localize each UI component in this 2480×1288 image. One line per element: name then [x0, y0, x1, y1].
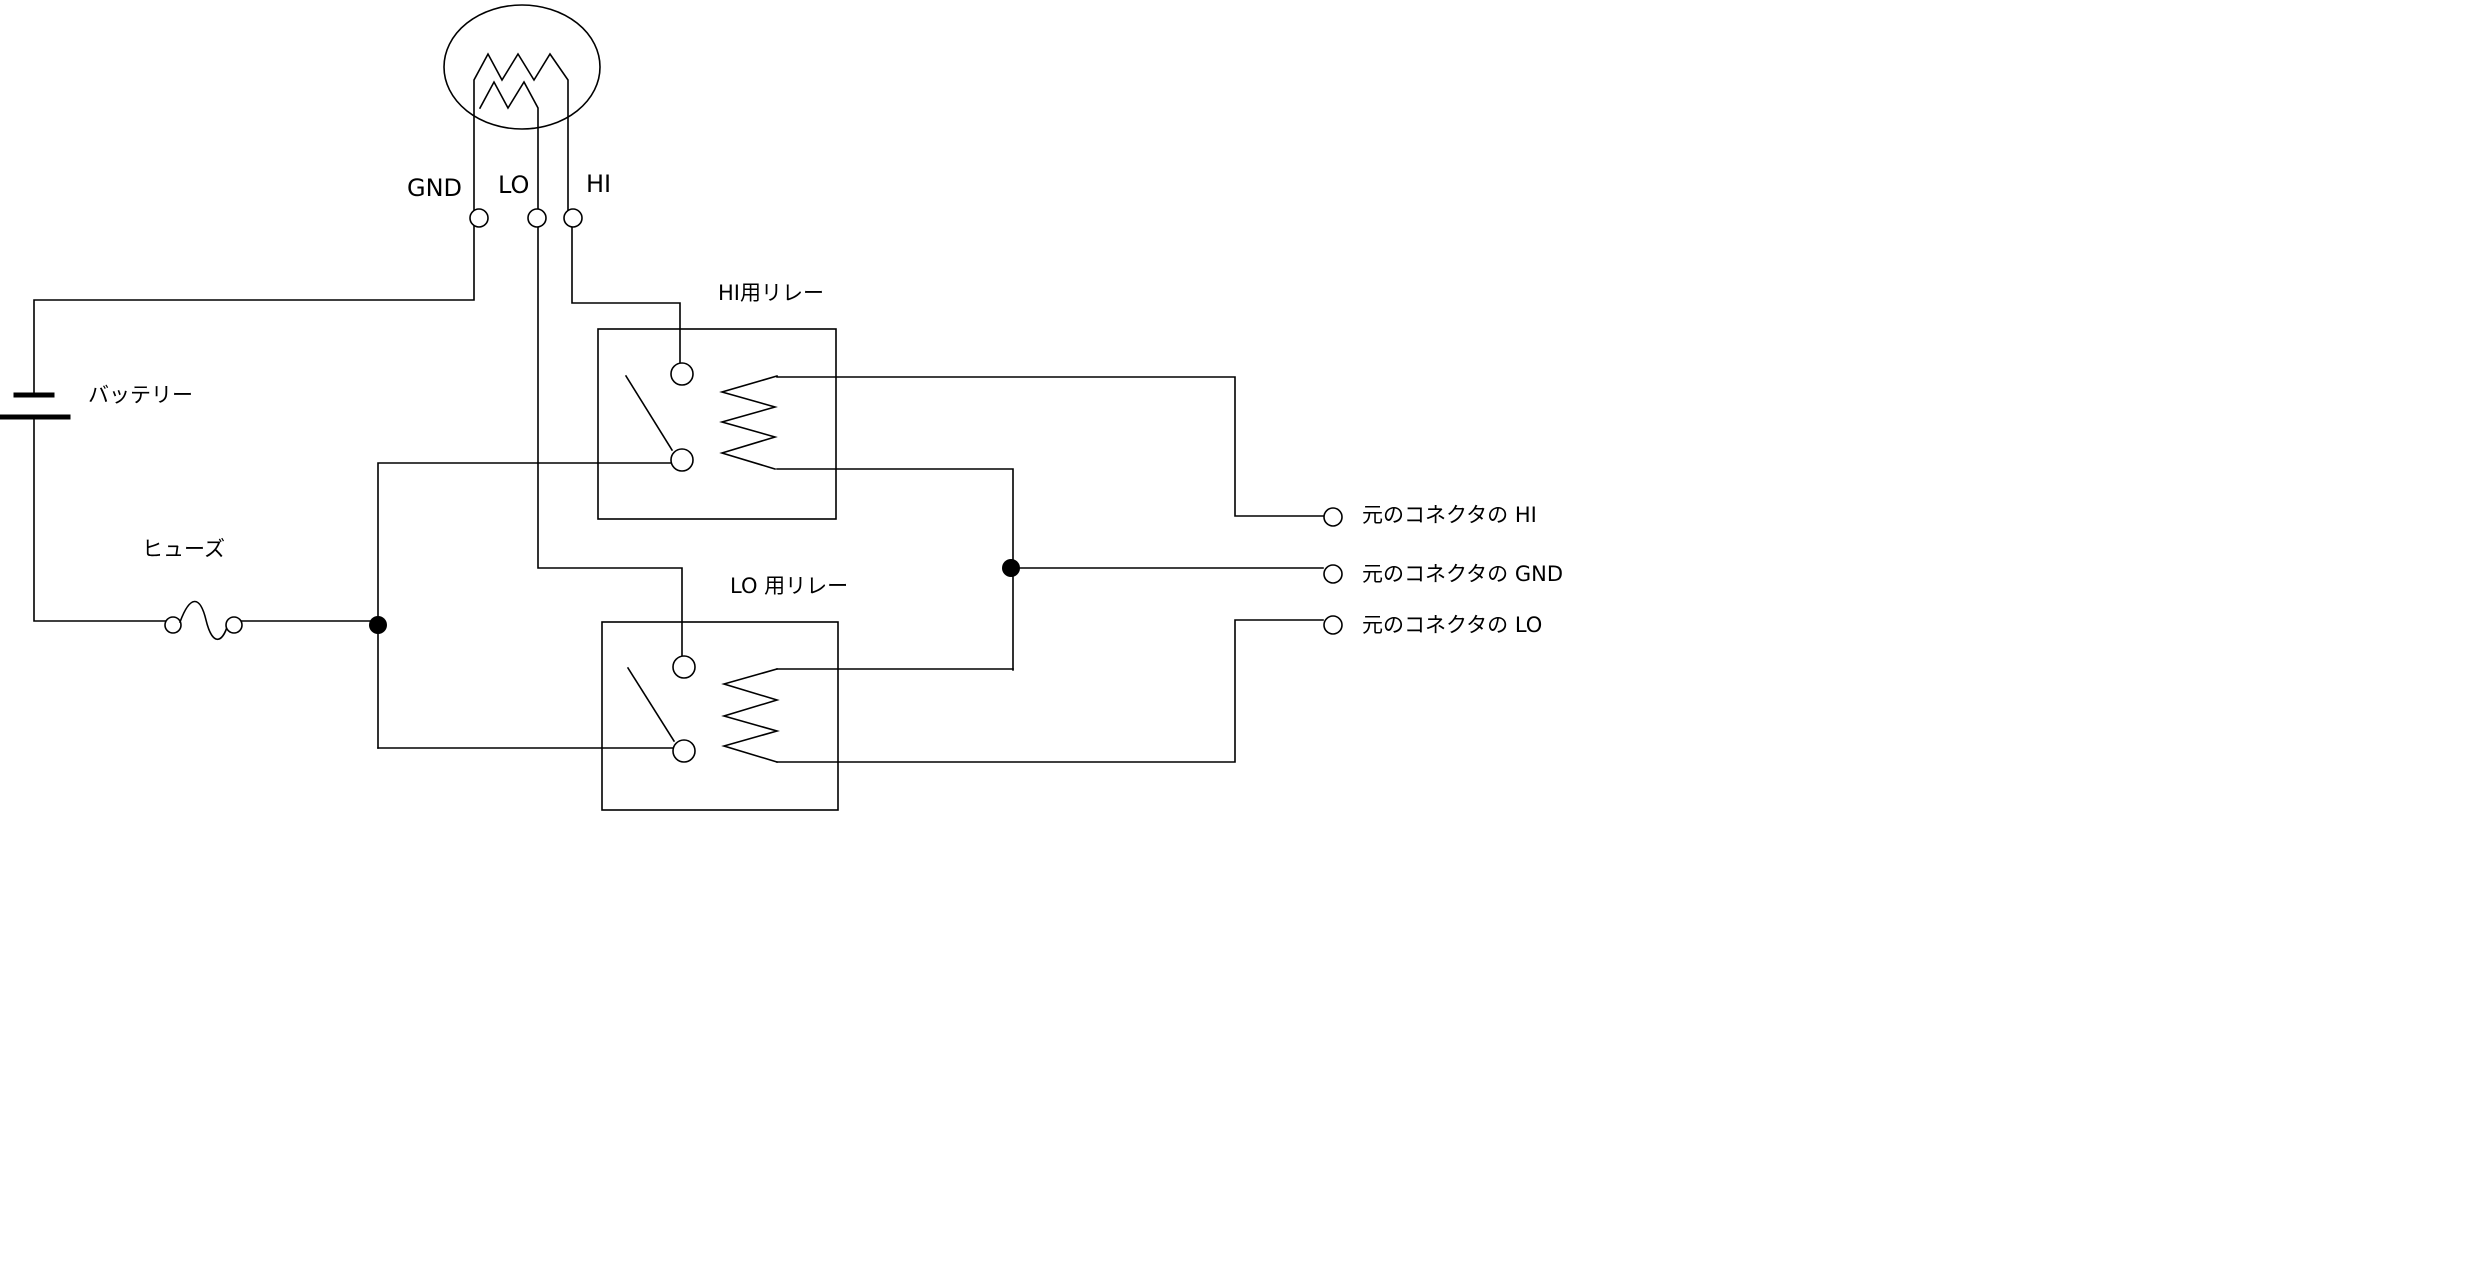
- hi-pin-wire: [571, 224, 681, 366]
- lo-relay: [601, 621, 839, 811]
- supply-junction-dot: [369, 616, 387, 634]
- hi-coil: [473, 52, 569, 214]
- connector-lo-terminal: [1323, 615, 1343, 635]
- hi-coil-to-connector-wire: [776, 376, 1324, 517]
- gnd-wire: [33, 224, 475, 394]
- hi-relay-label: HI用リレー: [718, 281, 824, 305]
- fuse-label: ヒューズ: [142, 537, 225, 561]
- lo-relay-coil: [721, 668, 780, 763]
- connector-gnd-terminal: [1323, 564, 1343, 584]
- gnd-pin-label: GND: [407, 174, 462, 202]
- lo-pin-wire: [537, 224, 683, 657]
- lo-relay-label: LO 用リレー: [730, 574, 848, 598]
- battery-to-fuse-wire: [33, 418, 167, 622]
- hi-relay: [597, 328, 837, 520]
- gnd-pin-terminal: [469, 208, 489, 228]
- hi-pin-terminal: [563, 208, 583, 228]
- connector-lo-label: 元のコネクタの LO: [1362, 613, 1542, 637]
- common-junction-dot: [1002, 559, 1020, 577]
- heater-element: [443, 4, 601, 214]
- battery-label: バッテリー: [88, 383, 193, 407]
- lo-pin-terminal: [527, 208, 547, 228]
- lo-coil-to-connector-wire: [776, 619, 1324, 763]
- connector-hi-label: 元のコネクタの HI: [1362, 503, 1537, 527]
- hi-pin-label: HI: [586, 170, 611, 198]
- hi-coil-to-common-wire: [776, 468, 1014, 671]
- junction-to-hi-relay-wire: [377, 462, 673, 749]
- hi-relay-coil: [719, 375, 778, 470]
- wiring-diagram: GND LO HI バッテリー ヒューズ HI用リレー LO 用リレ: [0, 4, 1563, 811]
- connector-hi-terminal: [1323, 507, 1343, 527]
- fuse: [164, 600, 243, 641]
- lo-coil: [478, 80, 539, 214]
- connector-gnd-label: 元のコネクタの GND: [1362, 562, 1563, 586]
- lo-pin-label: LO: [498, 171, 529, 199]
